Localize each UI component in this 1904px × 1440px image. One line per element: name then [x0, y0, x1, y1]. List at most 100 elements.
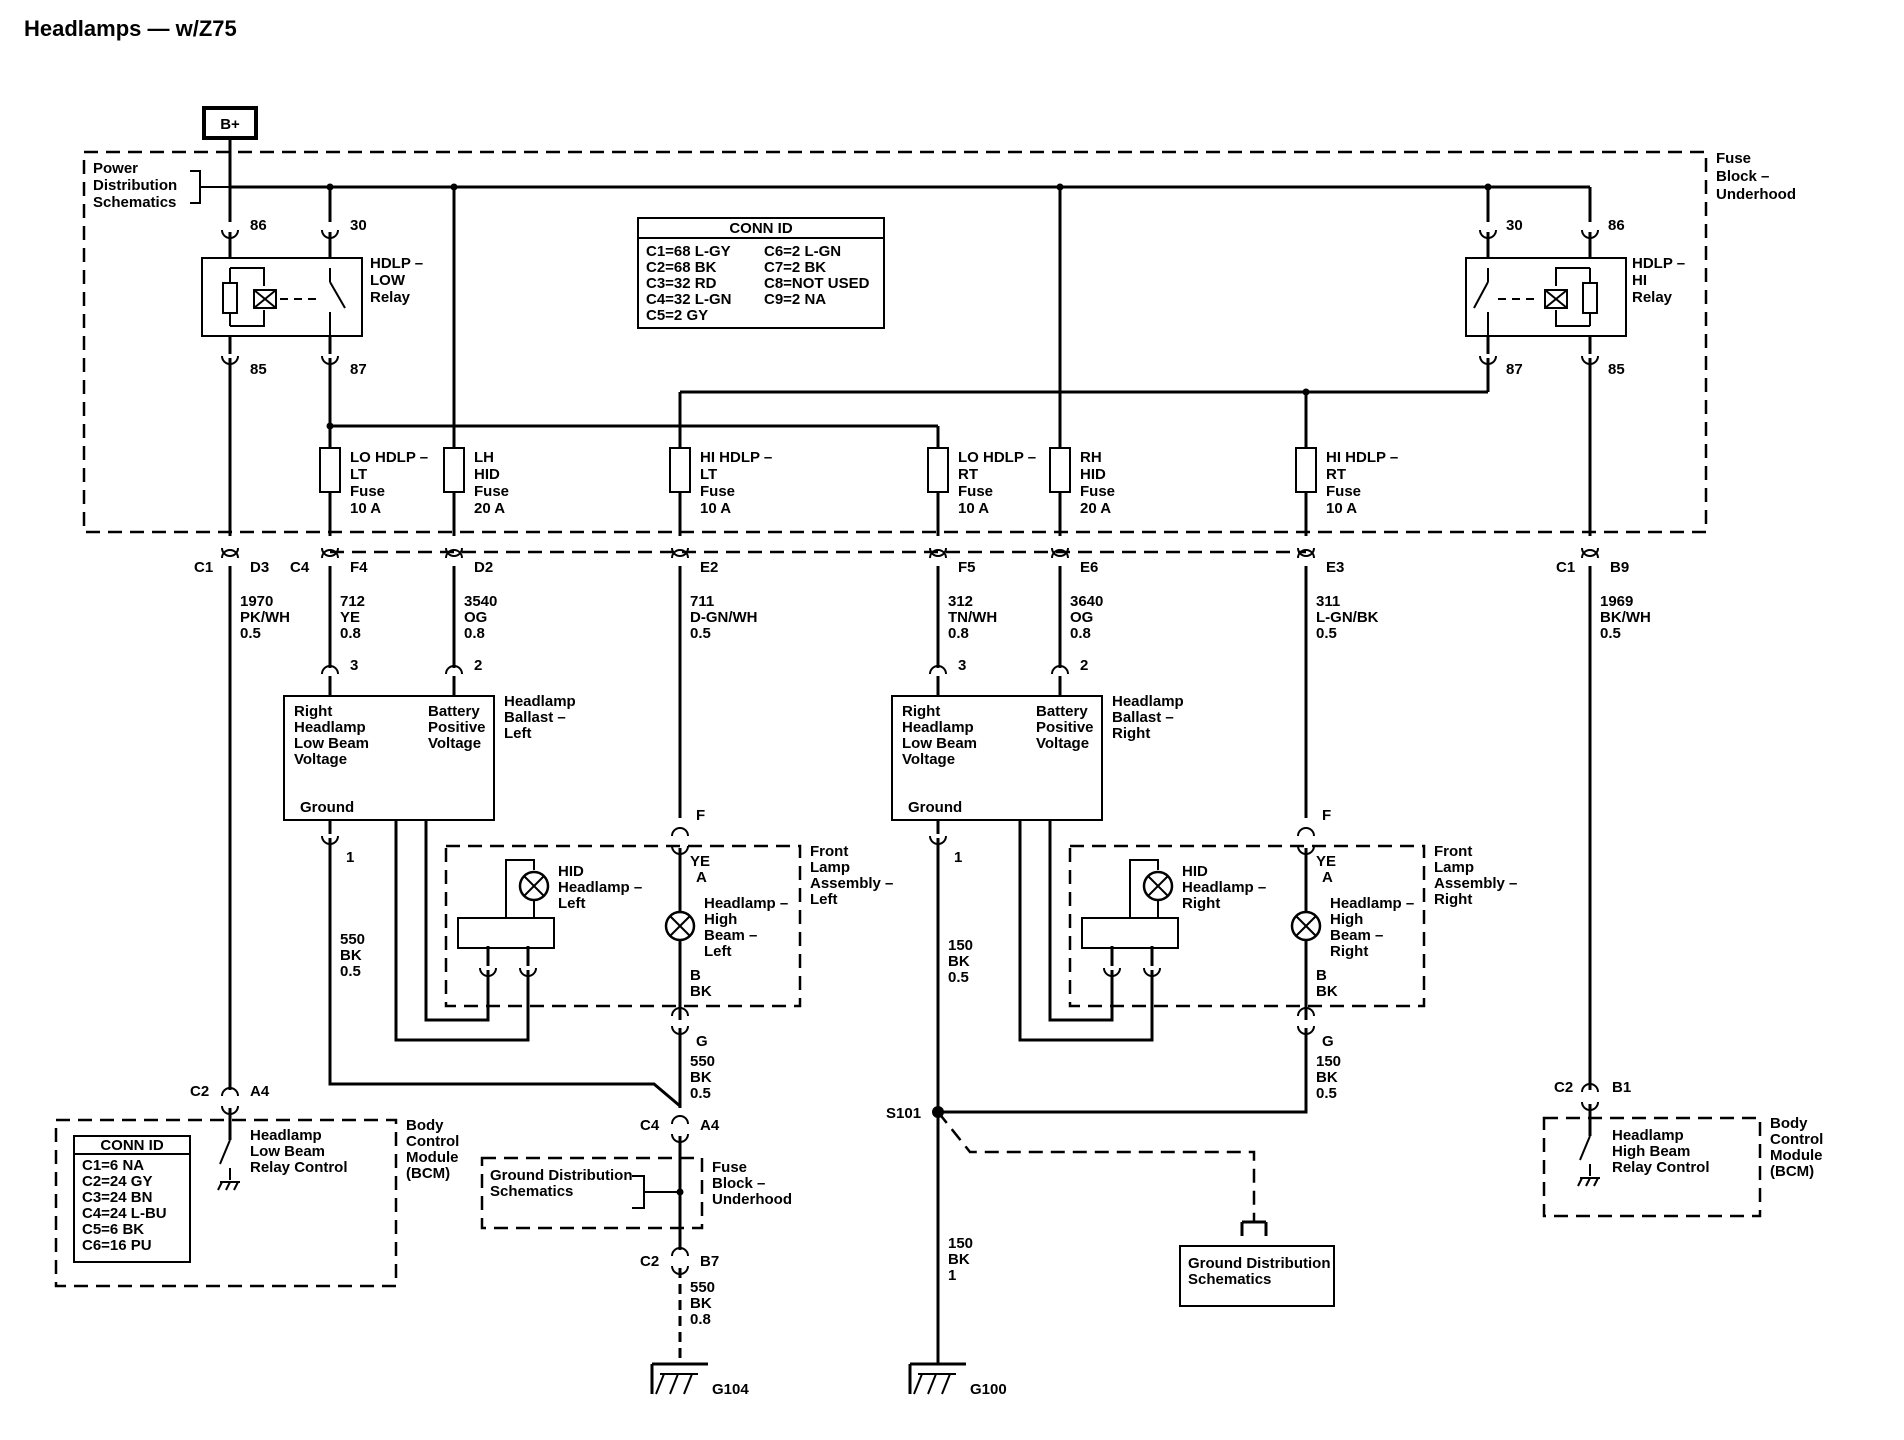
- svg-text:(BCM): (BCM): [406, 1165, 450, 1182]
- svg-text:C4=24 L-BU: C4=24 L-BU: [82, 1205, 167, 1222]
- svg-text:30: 30: [350, 217, 367, 234]
- svg-text:1: 1: [954, 849, 962, 866]
- svg-text:Schematics: Schematics: [93, 194, 176, 211]
- svg-text:C4=32 L-GN: C4=32 L-GN: [646, 291, 731, 308]
- svg-text:Left: Left: [558, 895, 586, 912]
- main-wires: [228, 566, 1592, 1090]
- svg-text:Fuse: Fuse: [1080, 483, 1115, 500]
- svg-text:0.5: 0.5: [1316, 1085, 1337, 1102]
- svg-text:711: 711: [690, 593, 714, 610]
- svg-text:3540: 3540: [464, 593, 497, 610]
- svg-text:BK: BK: [690, 983, 712, 1000]
- svg-text:Relay: Relay: [370, 289, 411, 306]
- front-lamp-left: Front Lamp Assembly – Left HID Headlamp …: [394, 807, 893, 1050]
- svg-text:HID: HID: [1080, 466, 1106, 483]
- svg-text:Front: Front: [810, 843, 848, 860]
- svg-text:Relay Control: Relay Control: [1612, 1159, 1710, 1176]
- svg-text:Block –: Block –: [712, 1175, 765, 1192]
- svg-text:Schematics: Schematics: [1188, 1271, 1271, 1288]
- conn-id-table-bcm: CONN ID C1=6 NA C2=24 GY C3=24 BN C4=24 …: [73, 1135, 191, 1263]
- svg-text:0.8: 0.8: [1070, 625, 1091, 642]
- svg-text:C2=24 GY: C2=24 GY: [82, 1173, 152, 1190]
- svg-text:Schematics: Schematics: [490, 1183, 573, 1200]
- svg-text:HI: HI: [1632, 272, 1647, 289]
- page-title: Headlamps — w/Z75: [24, 16, 237, 41]
- svg-text:TN/WH: TN/WH: [948, 609, 997, 626]
- svg-text:311: 311: [1316, 593, 1340, 610]
- svg-text:150: 150: [948, 937, 973, 954]
- svg-text:Fuse: Fuse: [958, 483, 993, 500]
- svg-text:Battery: Battery: [428, 703, 480, 720]
- svg-text:E3: E3: [1326, 559, 1344, 576]
- svg-text:Headlamp: Headlamp: [1612, 1127, 1684, 1144]
- svg-text:10 A: 10 A: [350, 500, 381, 517]
- svg-text:3640: 3640: [1070, 593, 1103, 610]
- svg-text:C4: C4: [640, 1117, 660, 1134]
- svg-text:Voltage: Voltage: [902, 751, 955, 768]
- svg-text:C1=68 L-GY: C1=68 L-GY: [646, 243, 731, 260]
- power-distribution-label: Power Distribution Schematics: [88, 160, 230, 212]
- svg-text:C1: C1: [194, 559, 213, 576]
- svg-text:312: 312: [948, 593, 973, 610]
- svg-text:C1: C1: [1556, 559, 1575, 576]
- svg-text:S101: S101: [886, 1105, 921, 1122]
- svg-text:150: 150: [1316, 1053, 1341, 1070]
- svg-text:RT: RT: [1326, 466, 1346, 483]
- svg-text:Fuse: Fuse: [1326, 483, 1361, 500]
- svg-text:Ballast –: Ballast –: [504, 709, 566, 726]
- svg-text:Left: Left: [810, 891, 838, 908]
- svg-text:BK: BK: [1316, 1069, 1338, 1086]
- svg-text:F: F: [1322, 807, 1331, 824]
- svg-text:Beam –: Beam –: [704, 927, 757, 944]
- svg-text:Underhood: Underhood: [712, 1191, 792, 1208]
- svg-text:LO HDLP –: LO HDLP –: [350, 449, 428, 466]
- svg-text:86: 86: [1608, 217, 1625, 234]
- svg-text:10 A: 10 A: [958, 500, 989, 517]
- svg-text:A4: A4: [700, 1117, 720, 1134]
- fuse-lo-rt: LO HDLP – RT Fuse 10 A: [927, 447, 1036, 536]
- svg-text:Fuse: Fuse: [712, 1159, 747, 1176]
- svg-text:Body: Body: [1770, 1115, 1808, 1132]
- svg-text:Right: Right: [902, 703, 940, 720]
- svg-text:E6: E6: [1080, 559, 1098, 576]
- svg-text:G: G: [1322, 1033, 1334, 1050]
- svg-text:Ballast –: Ballast –: [1112, 709, 1174, 726]
- svg-text:1970: 1970: [240, 593, 273, 610]
- svg-text:B1: B1: [1612, 1079, 1631, 1096]
- bcm-left: C2 A4 Headlamp Low Beam Relay Control Bo…: [54, 1083, 459, 1288]
- svg-text:550: 550: [690, 1053, 715, 1070]
- svg-text:LH: LH: [474, 449, 494, 466]
- ballast-right: 3 2 Right Headlamp Low Beam Voltage Batt…: [891, 657, 1184, 866]
- svg-text:Low Beam: Low Beam: [250, 1143, 325, 1160]
- svg-text:2: 2: [474, 657, 482, 674]
- svg-text:Voltage: Voltage: [1036, 735, 1089, 752]
- svg-text:0.5: 0.5: [1600, 625, 1621, 642]
- svg-text:20 A: 20 A: [1080, 500, 1111, 517]
- fuse-hi-rt: HI HDLP – RT Fuse 10 A: [1295, 447, 1398, 536]
- svg-text:0.8: 0.8: [340, 625, 361, 642]
- svg-text:150: 150: [948, 1235, 973, 1252]
- svg-text:E2: E2: [700, 559, 718, 576]
- svg-text:3: 3: [350, 657, 358, 674]
- svg-text:BK/WH: BK/WH: [1600, 609, 1651, 626]
- svg-text:HID: HID: [1182, 863, 1208, 880]
- svg-text:10 A: 10 A: [700, 500, 731, 517]
- svg-text:YE: YE: [1316, 853, 1336, 870]
- svg-text:PK/WH: PK/WH: [240, 609, 290, 626]
- svg-text:Assembly –: Assembly –: [1434, 875, 1517, 892]
- svg-text:C3=24 BN: C3=24 BN: [82, 1189, 152, 1206]
- svg-text:A: A: [1322, 869, 1333, 886]
- svg-text:C6=2 L-GN: C6=2 L-GN: [764, 243, 841, 260]
- svg-text:B: B: [1316, 967, 1327, 984]
- svg-text:LT: LT: [700, 466, 717, 483]
- svg-text:550: 550: [690, 1279, 715, 1296]
- svg-text:(BCM): (BCM): [1770, 1163, 1814, 1180]
- svg-text:30: 30: [1506, 217, 1523, 234]
- svg-text:C1=6 NA: C1=6 NA: [82, 1157, 144, 1174]
- svg-text:B7: B7: [700, 1253, 719, 1270]
- fuse-hi-lt: HI HDLP – LT Fuse 10 A: [669, 447, 772, 536]
- svg-text:A: A: [696, 869, 707, 886]
- svg-text:Beam –: Beam –: [1330, 927, 1383, 944]
- ground-wires: 550 BK 0.5 550 BK 0.5 150 BK 0.5 150 BK …: [328, 838, 1341, 1114]
- ground-right: S101 Ground Distribution Schematics 150 …: [886, 1105, 1335, 1398]
